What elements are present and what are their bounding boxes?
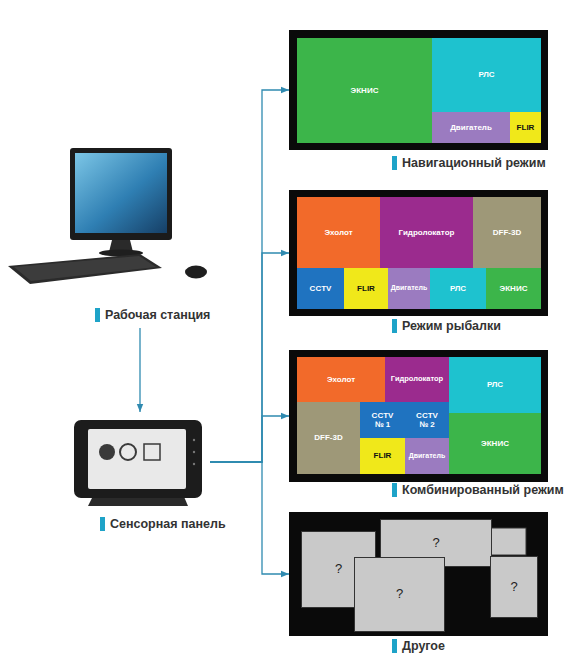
mouse [185,266,207,279]
connector-arrow [210,462,289,574]
tile-label: CCTV № 1 [368,411,398,429]
panel-body [74,420,202,498]
device-label: Рабочая станция [95,308,210,322]
tile-label: Гидролокатор [391,375,443,384]
mode-caption: Режим рыбалки [392,319,501,333]
tile-label: Гидролокатор [399,228,455,237]
tile-label: Двигатель [409,452,445,460]
display-tile: CCTV № 1 [360,402,405,438]
tile-label: ЭКНИС [500,284,528,293]
display-tile: CCTV [297,268,344,309]
display-tile: Гидролокатор [380,197,473,268]
mode-caption: Навигационный режим [392,156,546,170]
display-screen: Комбинированный режимЭхолотГидролокаторР… [289,350,548,482]
mode-caption: Другое [392,639,445,653]
connector-arrow [210,90,289,462]
monitor-screen [75,153,167,233]
display-tile: ? [354,557,445,632]
display-tile: ЭКНИС [449,413,541,474]
tile-label: ? [335,562,342,577]
display-tile: CCTV № 2 [405,402,449,438]
device-label: Сенсорная панель [100,517,226,531]
connector-arrow [139,328,140,412]
tile-label: DFF-3D [493,228,521,237]
tile-label: ЭКНИС [481,439,509,448]
screen-frame [289,190,548,316]
panel-icon [144,444,160,460]
display-tile: FLIR [344,268,388,309]
display-screen: Навигационный режимЭКНИСРЛСДвигательFLIR [289,30,548,150]
touch-panel: Сенсорная панель [70,412,210,512]
screen-frame [289,350,548,482]
tile-label: CCTV № 2 [412,411,442,429]
display-tile: ? [490,556,538,618]
display-tile: Двигатель [388,268,430,309]
display-screen: Режим рыбалкиЭхолотГидролокаторDFF-3DCCT… [289,190,548,316]
tile-label: ? [510,580,517,595]
keyboard-keys [14,256,156,281]
display-tile: Двигатель [405,438,449,474]
tile-label: ? [396,587,403,602]
tile-label: FLIR [357,284,375,293]
panel-screen [88,429,186,489]
tile-label: РЛС [450,284,466,293]
screen-frame [289,512,548,636]
tile-label: DFF-3D [314,433,342,442]
display-tile: РЛС [449,357,541,413]
screen-frame [289,30,548,150]
panel-icon [120,444,136,460]
display-tile: FLIR [510,112,541,143]
tile-label: FLIR [517,123,535,132]
tile-label: Эхолот [324,228,352,237]
panel-button [193,451,195,453]
display-tile: РЛС [430,268,486,309]
display-tile: Двигатель [432,112,510,143]
display-tile: Эхолот [297,197,380,268]
tile-label: ? [432,536,439,551]
tile-label: ЭКНИС [351,86,379,95]
tile-label: Двигатель [391,284,427,292]
display-screen: Другое???? [289,512,548,636]
tile-label: Эхолот [327,375,355,384]
display-tile: Гидролокатор [385,357,449,402]
tile-label: Двигатель [450,123,492,132]
keyboard [8,254,162,284]
display-tile: DFF-3D [297,402,360,474]
connector-arrow [210,253,289,462]
mode-caption: Комбинированный режим [392,483,564,497]
tile-label: CCTV [310,284,332,293]
monitor-frame [70,148,172,240]
panel-button [193,463,195,465]
tile-label: FLIR [374,451,392,460]
tile-label: РЛС [478,70,494,79]
tile-label: РЛС [487,380,503,389]
display-tile: РЛС [432,38,541,112]
display-tile: ЭКНИС [297,38,432,143]
workstation: Рабочая станция [50,140,230,328]
panel-icon [99,444,115,460]
display-tile: ЭКНИС [486,268,541,309]
display-tile: DFF-3D [473,197,541,268]
panel-button [193,439,195,441]
display-tile: Эхолот [297,357,385,402]
connector-arrow [210,416,289,462]
display-tile: FLIR [360,438,405,474]
